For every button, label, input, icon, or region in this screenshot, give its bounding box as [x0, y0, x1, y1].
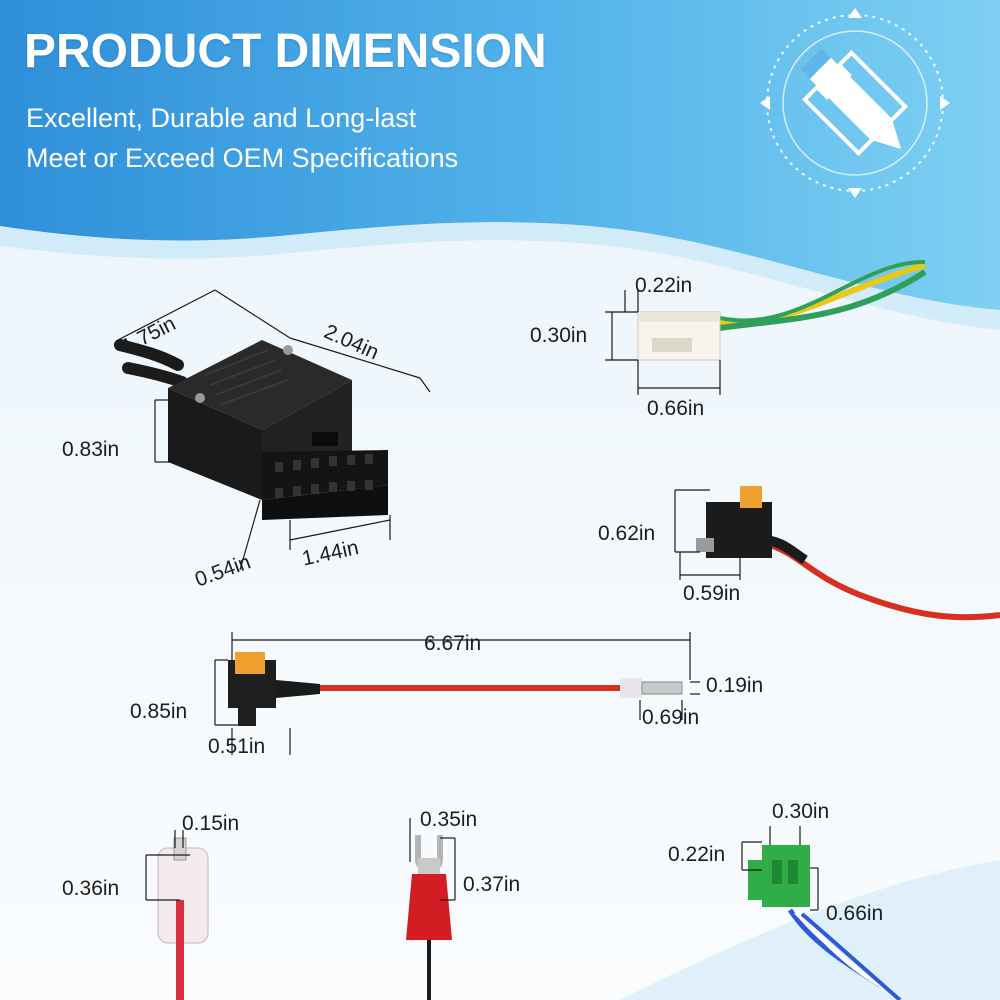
- spade-terminal: [157, 837, 209, 1000]
- fuse-tap-width-label: 0.59in: [683, 582, 741, 605]
- fuse-tap-height-label: 0.62in: [598, 522, 656, 545]
- fuse-tap-lead-dimension-lines: [214, 632, 700, 755]
- lead-width-label: 0.51in: [208, 735, 266, 758]
- fork-dimension-lines: [409, 818, 456, 901]
- obd-height-label: 0.83in: [62, 438, 120, 461]
- page-title: PRODUCT DIMENSION: [24, 25, 547, 78]
- spade-dimension-lines: [145, 830, 190, 901]
- spade-width-label: 0.15in: [182, 812, 240, 835]
- lead-height-label: 0.85in: [130, 700, 188, 723]
- lead-length-label: 6.67in: [424, 632, 482, 655]
- fuse-tap-lead: [228, 652, 683, 726]
- spade-length-label: 0.36in: [62, 877, 120, 900]
- terminal-height-label: 0.19in: [706, 674, 764, 697]
- fork-terminal: [406, 835, 452, 1000]
- molex-connector: [637, 259, 927, 361]
- molex-height-label: 0.30in: [530, 324, 588, 347]
- mini-fuse-tap: [696, 486, 1000, 621]
- terminal-length-label: 0.69in: [642, 706, 700, 729]
- molex-tab-width-label: 0.22in: [635, 274, 693, 297]
- green-dimension-lines: [741, 826, 819, 911]
- obd-connector: [114, 339, 388, 520]
- green-height-label: 0.22in: [668, 843, 726, 866]
- fuse-tap-dimension-lines: [674, 489, 741, 580]
- subtitle-line-1: Excellent, Durable and Long-last: [26, 103, 417, 133]
- molex-length-label: 0.66in: [647, 397, 705, 420]
- fork-length-label: 0.37in: [463, 873, 521, 896]
- green-width-label: 0.30in: [772, 800, 830, 823]
- subtitle-line-2: Meet or Exceed OEM Specifications: [26, 143, 459, 173]
- obd-dimension-lines: [117, 289, 431, 571]
- fork-width-label: 0.35in: [420, 808, 478, 831]
- molex-dimension-lines: [605, 290, 721, 395]
- green-length-label: 0.66in: [826, 902, 884, 925]
